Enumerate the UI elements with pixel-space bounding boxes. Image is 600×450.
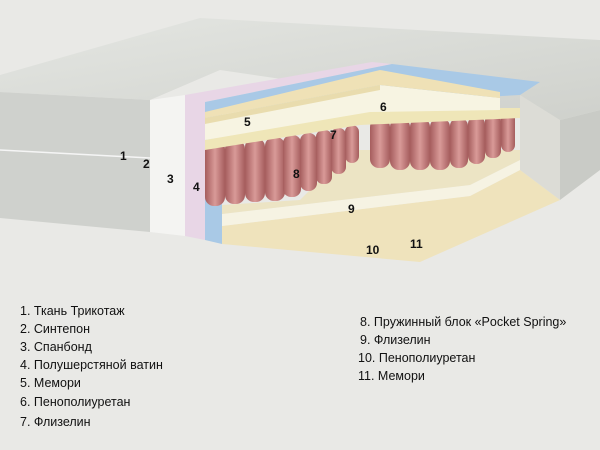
- legend-item: 7. Флизелин: [20, 415, 91, 429]
- legend-item: 8. Пружинный блок «Pocket Spring»: [360, 315, 567, 329]
- layer-sintepon: [150, 95, 185, 236]
- legend-item: 11. Мемори: [358, 369, 425, 383]
- legend-item: 3. Спанбонд: [20, 340, 92, 354]
- callout-2: 2: [143, 157, 150, 171]
- callout-8: 8: [293, 167, 300, 181]
- callout-11: 11: [410, 237, 423, 251]
- layer-top-memory: [205, 70, 500, 118]
- mattress-front-side: [0, 92, 150, 232]
- callout-3: 3: [167, 172, 174, 186]
- callout-5: 5: [244, 115, 251, 129]
- callout-1: 1: [120, 149, 127, 163]
- legend-item: 10. Пенополиуретан: [358, 351, 476, 365]
- legend-item: 5. Мемори: [20, 376, 81, 390]
- mattress-cross-section-illustration: 1 2 3 4 5 6 7 8 9 10 11: [0, 18, 600, 262]
- legend-item: 9. Флизелин: [360, 333, 431, 347]
- legend-item: 2. Синтепон: [20, 322, 90, 336]
- legend-item: 4. Полушерстяной ватин: [20, 358, 163, 372]
- layer-top-foam: [205, 85, 500, 140]
- callout-7: 7: [330, 128, 337, 142]
- mattress-right-side: [560, 110, 600, 200]
- layer-fleece-top: [205, 108, 520, 150]
- callout-9: 9: [348, 202, 355, 216]
- pocket-spring-block: [205, 112, 515, 206]
- legend-item: 1. Ткань Трикотаж: [20, 304, 125, 318]
- layer-bottom-memory: [222, 170, 560, 262]
- callout-4: 4: [193, 180, 200, 194]
- legend-item: 6. Пенополиуретан: [20, 395, 131, 409]
- legend-left: 1. Ткань Трикотаж 2. Синтепон 3. Спанбон…: [20, 302, 163, 431]
- callout-10: 10: [366, 243, 380, 257]
- layer-bottom-foam: [222, 160, 520, 226]
- callout-6: 6: [380, 100, 387, 114]
- legend-right: 8. Пружинный блок «Pocket Spring» 9. Фли…: [358, 313, 567, 385]
